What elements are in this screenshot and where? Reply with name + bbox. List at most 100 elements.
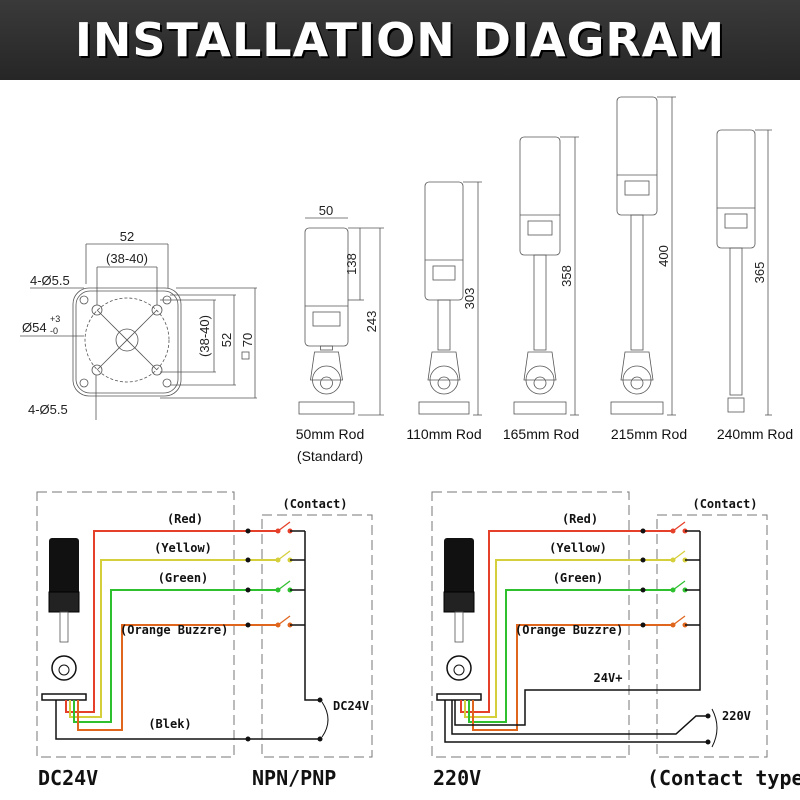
wire-label: (Red): [562, 512, 598, 526]
wire-label: (Yellow): [154, 541, 212, 555]
bracket: [310, 351, 343, 381]
terminal: [245, 622, 251, 628]
tower-rod: [437, 299, 451, 351]
rod-label: 50mm Rod: [296, 426, 364, 442]
switch-blade: [672, 580, 686, 591]
lamp-bolt: [453, 664, 465, 676]
dim-height: 243: [364, 311, 379, 333]
switch-blade: [277, 580, 291, 591]
diagonal: [96, 309, 158, 371]
mounting-plate-drawing: 52 (38-40) 4-Ø5.5 Ø54 +3 -0 4-Ø5.5 (38-4…: [20, 229, 257, 420]
wiring-diagrams: (Red) (Yellow) (Green) (Orange Buzzre) (Cont…: [36, 491, 800, 790]
contact-label: (Contact): [692, 497, 757, 511]
terminal: [245, 557, 251, 563]
tower-1: 243 50mm Rod (Standard) 50 138: [296, 203, 384, 464]
lamp-box: [431, 491, 630, 758]
slot-hole: [91, 364, 103, 376]
hole: [79, 378, 89, 388]
dim-height-mid: 52: [219, 333, 234, 347]
page-title: INSTALLATION DIAGRAM: [74, 13, 726, 67]
lamp-base: [41, 693, 87, 701]
lamp-joint: [446, 655, 472, 681]
contact-box: [656, 514, 768, 758]
wire-label: (Green): [553, 571, 604, 585]
hole: [79, 295, 89, 305]
bracket: [620, 351, 654, 381]
slot-hole: [151, 364, 163, 376]
dim-height: 400: [656, 245, 671, 267]
dim-diameter: Ø54: [22, 320, 47, 335]
wire-yellow: [69, 559, 278, 718]
switch-blade: [672, 521, 686, 532]
dim-head: 138: [344, 253, 359, 275]
hole: [162, 378, 172, 388]
supply-bracket: [711, 708, 718, 748]
bracket-bolt: [533, 376, 547, 390]
dim-width: 50: [319, 203, 333, 218]
tower-label-plate: [312, 311, 341, 327]
tower-body: [716, 129, 756, 249]
title-banner: INSTALLATION DIAGRAM: [0, 0, 800, 80]
supply-label: DC24V: [333, 699, 369, 713]
lamp-bolt: [58, 664, 70, 676]
square-symbol: [241, 351, 250, 360]
switch-blade: [277, 521, 291, 532]
wire-label: (Green): [158, 571, 209, 585]
wire-label: (Orange Buzzre): [515, 623, 623, 637]
dim-tol-minus: -0: [50, 326, 58, 336]
bracket-bolt: [437, 376, 451, 390]
caption-left: 220V: [433, 766, 481, 790]
dim-width-outer: 52: [120, 229, 134, 244]
rod-label: 240mm Rod: [717, 426, 793, 442]
caption-left: DC24V: [38, 766, 98, 790]
tower-base: [418, 401, 470, 415]
wire-label: (Yellow): [549, 541, 607, 555]
supply-terminal: [705, 713, 711, 719]
terminal: [640, 528, 646, 534]
wiring-diagram-2: (Red) (Yellow) (Green) (Orange Buzzre) (Cont…: [431, 491, 800, 790]
rod-sublabel: (Standard): [297, 448, 363, 464]
tower-body: [304, 227, 349, 347]
dim-height-outer: 70: [240, 333, 255, 347]
wire-green: [468, 589, 673, 723]
mount-circle: [84, 297, 170, 383]
rod-end-fitting: [727, 397, 745, 413]
power-wire: [451, 700, 708, 735]
rod-label: 110mm Rod: [406, 426, 481, 442]
dim-tol-plus: +3: [50, 314, 60, 324]
supply-label: 220V: [722, 709, 751, 723]
wire-label: (Red): [167, 512, 203, 526]
terminal: [640, 622, 646, 628]
caption-right: NPN/PNP: [252, 766, 336, 790]
wire-orange: [77, 624, 278, 731]
tower-label-plate: [527, 220, 553, 236]
tower-base: [513, 401, 567, 415]
wire-green: [73, 589, 278, 723]
switch-blade: [672, 615, 686, 626]
wire-label: (Orange Buzzre): [120, 623, 228, 637]
tower-rod: [533, 254, 547, 351]
power-wire: [444, 700, 708, 743]
tower-body: [616, 96, 658, 216]
dim-hole-top: 4-Ø5.5: [30, 273, 70, 288]
rod-label: 165mm Rod: [503, 426, 579, 442]
supply-terminal: [317, 736, 323, 742]
common-label: 24V+: [594, 671, 623, 685]
terminal: [640, 557, 646, 563]
bracket-bolt: [630, 376, 644, 390]
tower-base: [298, 401, 355, 415]
terminal: [245, 736, 251, 742]
lamp-rod: [454, 611, 464, 643]
tower-body: [519, 136, 561, 256]
lamp-rod: [59, 611, 69, 643]
switch-blade: [672, 550, 686, 561]
supply-terminal: [317, 697, 323, 703]
lamp-label: [48, 591, 80, 613]
lamp-joint: [51, 655, 77, 681]
tower-rod: [729, 247, 743, 396]
lamp-box: [36, 491, 235, 758]
bracket: [523, 351, 557, 381]
